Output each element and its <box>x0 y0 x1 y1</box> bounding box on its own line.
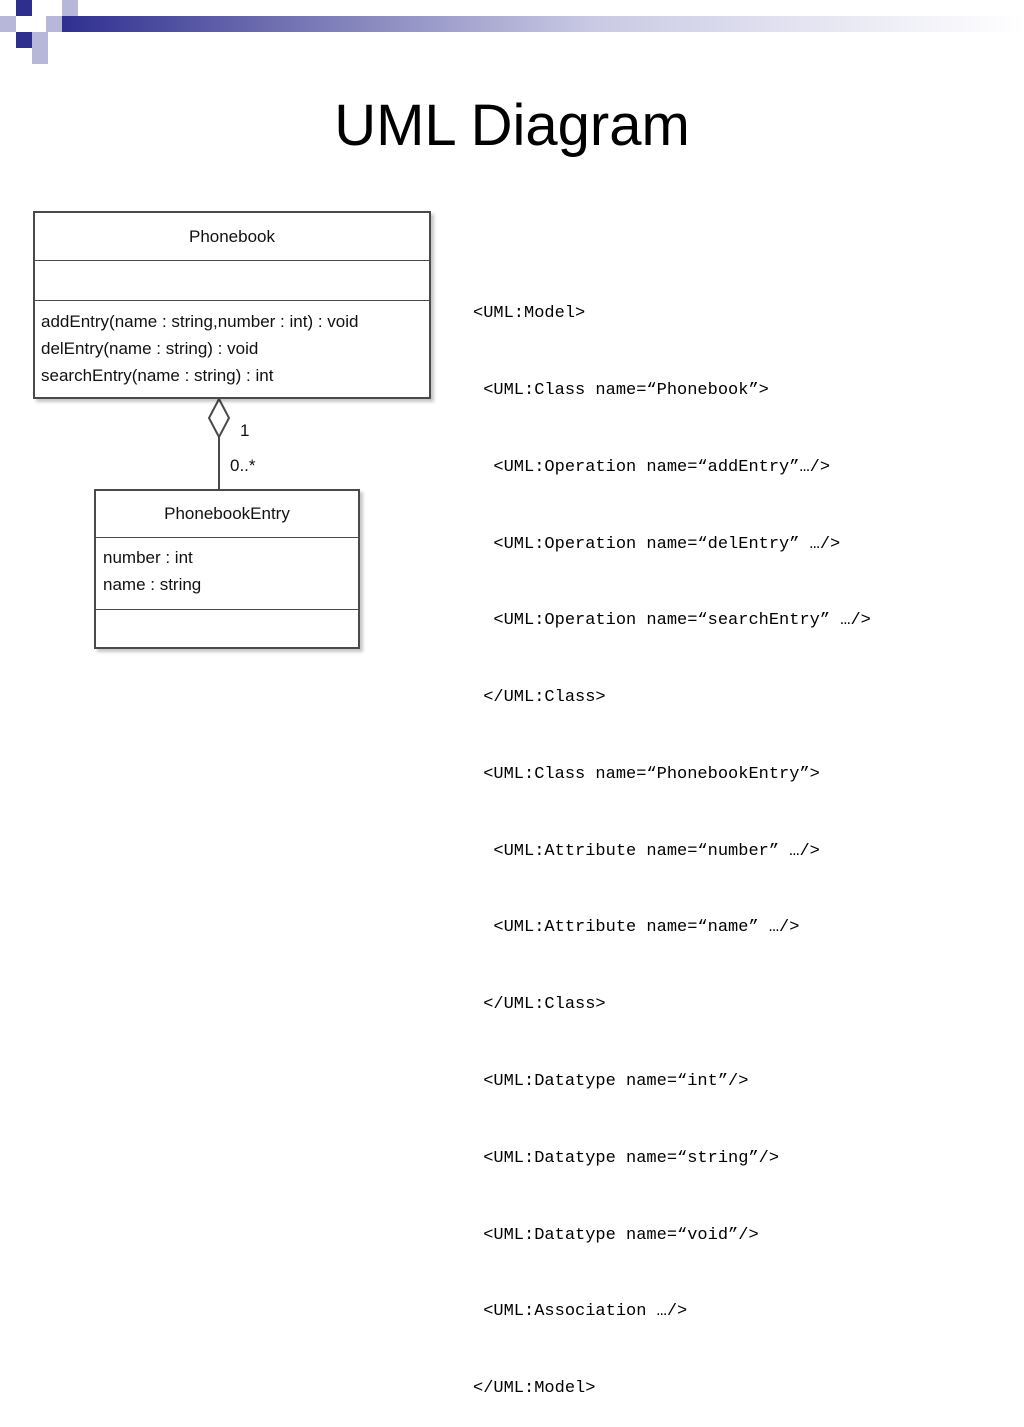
xml-line: <UML:Datatype name=“int”/> <box>473 1072 749 1091</box>
xml-line: <UML:Operation name=“searchEntry” …/> <box>473 611 871 631</box>
operation: delEntry(name : string) : void <box>41 339 259 358</box>
xml-line: <UML:Class name=“PhonebookEntry”> <box>473 764 820 784</box>
xml-line: <UML:Attribute name=“number” …/> <box>473 841 820 861</box>
decorative-gradient-bar <box>62 16 1024 32</box>
xml-line: <UML:Datatype name=“void”/> <box>473 1225 759 1245</box>
xml-line: <UML:Datatype name=“string”/> <box>473 1148 780 1168</box>
xml-line: <UML:Operation name=“addEntry”…/> <box>473 457 831 477</box>
decorative-squares <box>0 0 90 70</box>
class-name-section: Phonebook <box>35 213 429 261</box>
class-attributes-section: number : int name : string <box>96 538 358 610</box>
xml-line: </UML:Class> <box>473 688 606 708</box>
phonebook-entry-class-box: PhonebookEntry number : int name : strin… <box>94 489 360 649</box>
decor-square <box>62 0 78 16</box>
aggregation-diamond-icon <box>207 396 231 440</box>
xml-line: </UML:Class> <box>473 995 606 1015</box>
xml-line: <UML:Model> <box>473 304 586 324</box>
operation: searchEntry(name : string) : int <box>41 366 274 385</box>
decor-square <box>16 32 32 48</box>
phonebook-class-box: Phonebook addEntry(name : string,number … <box>33 211 431 399</box>
class-name: Phonebook <box>188 227 276 246</box>
decor-square <box>46 16 62 32</box>
decor-square <box>0 16 16 32</box>
decor-square <box>32 32 48 48</box>
class-name-section: PhonebookEntry <box>96 491 358 538</box>
xml-line: <UML:Class name=“Phonebook”> <box>473 380 769 400</box>
class-operations-section: addEntry(name : string,number : int) : v… <box>35 301 429 389</box>
xml-line: <UML:Association …/> <box>473 1302 688 1322</box>
xml-listing: <UML:Model> <UML:Class name=“Phonebook”>… <box>473 250 871 1427</box>
class-name: PhonebookEntry <box>164 504 290 523</box>
xml-line: <UML:Attribute name=“name” …/> <box>473 918 800 938</box>
multiplicity-target: 0..* <box>230 456 256 475</box>
multiplicity-source: 1 <box>240 421 250 440</box>
attribute: name : string <box>103 575 202 594</box>
operation: addEntry(name : string,number : int) : v… <box>41 312 359 331</box>
class-attributes-section <box>35 261 429 301</box>
xml-line: </UML:Model> <box>473 1379 596 1399</box>
decor-square <box>16 0 32 16</box>
xml-line: <UML:Operation name=“delEntry” …/> <box>473 534 841 554</box>
slide-title: UML Diagram <box>334 93 690 158</box>
decor-square <box>32 48 48 64</box>
class-operations-section <box>96 610 358 647</box>
attribute: number : int <box>103 548 193 567</box>
